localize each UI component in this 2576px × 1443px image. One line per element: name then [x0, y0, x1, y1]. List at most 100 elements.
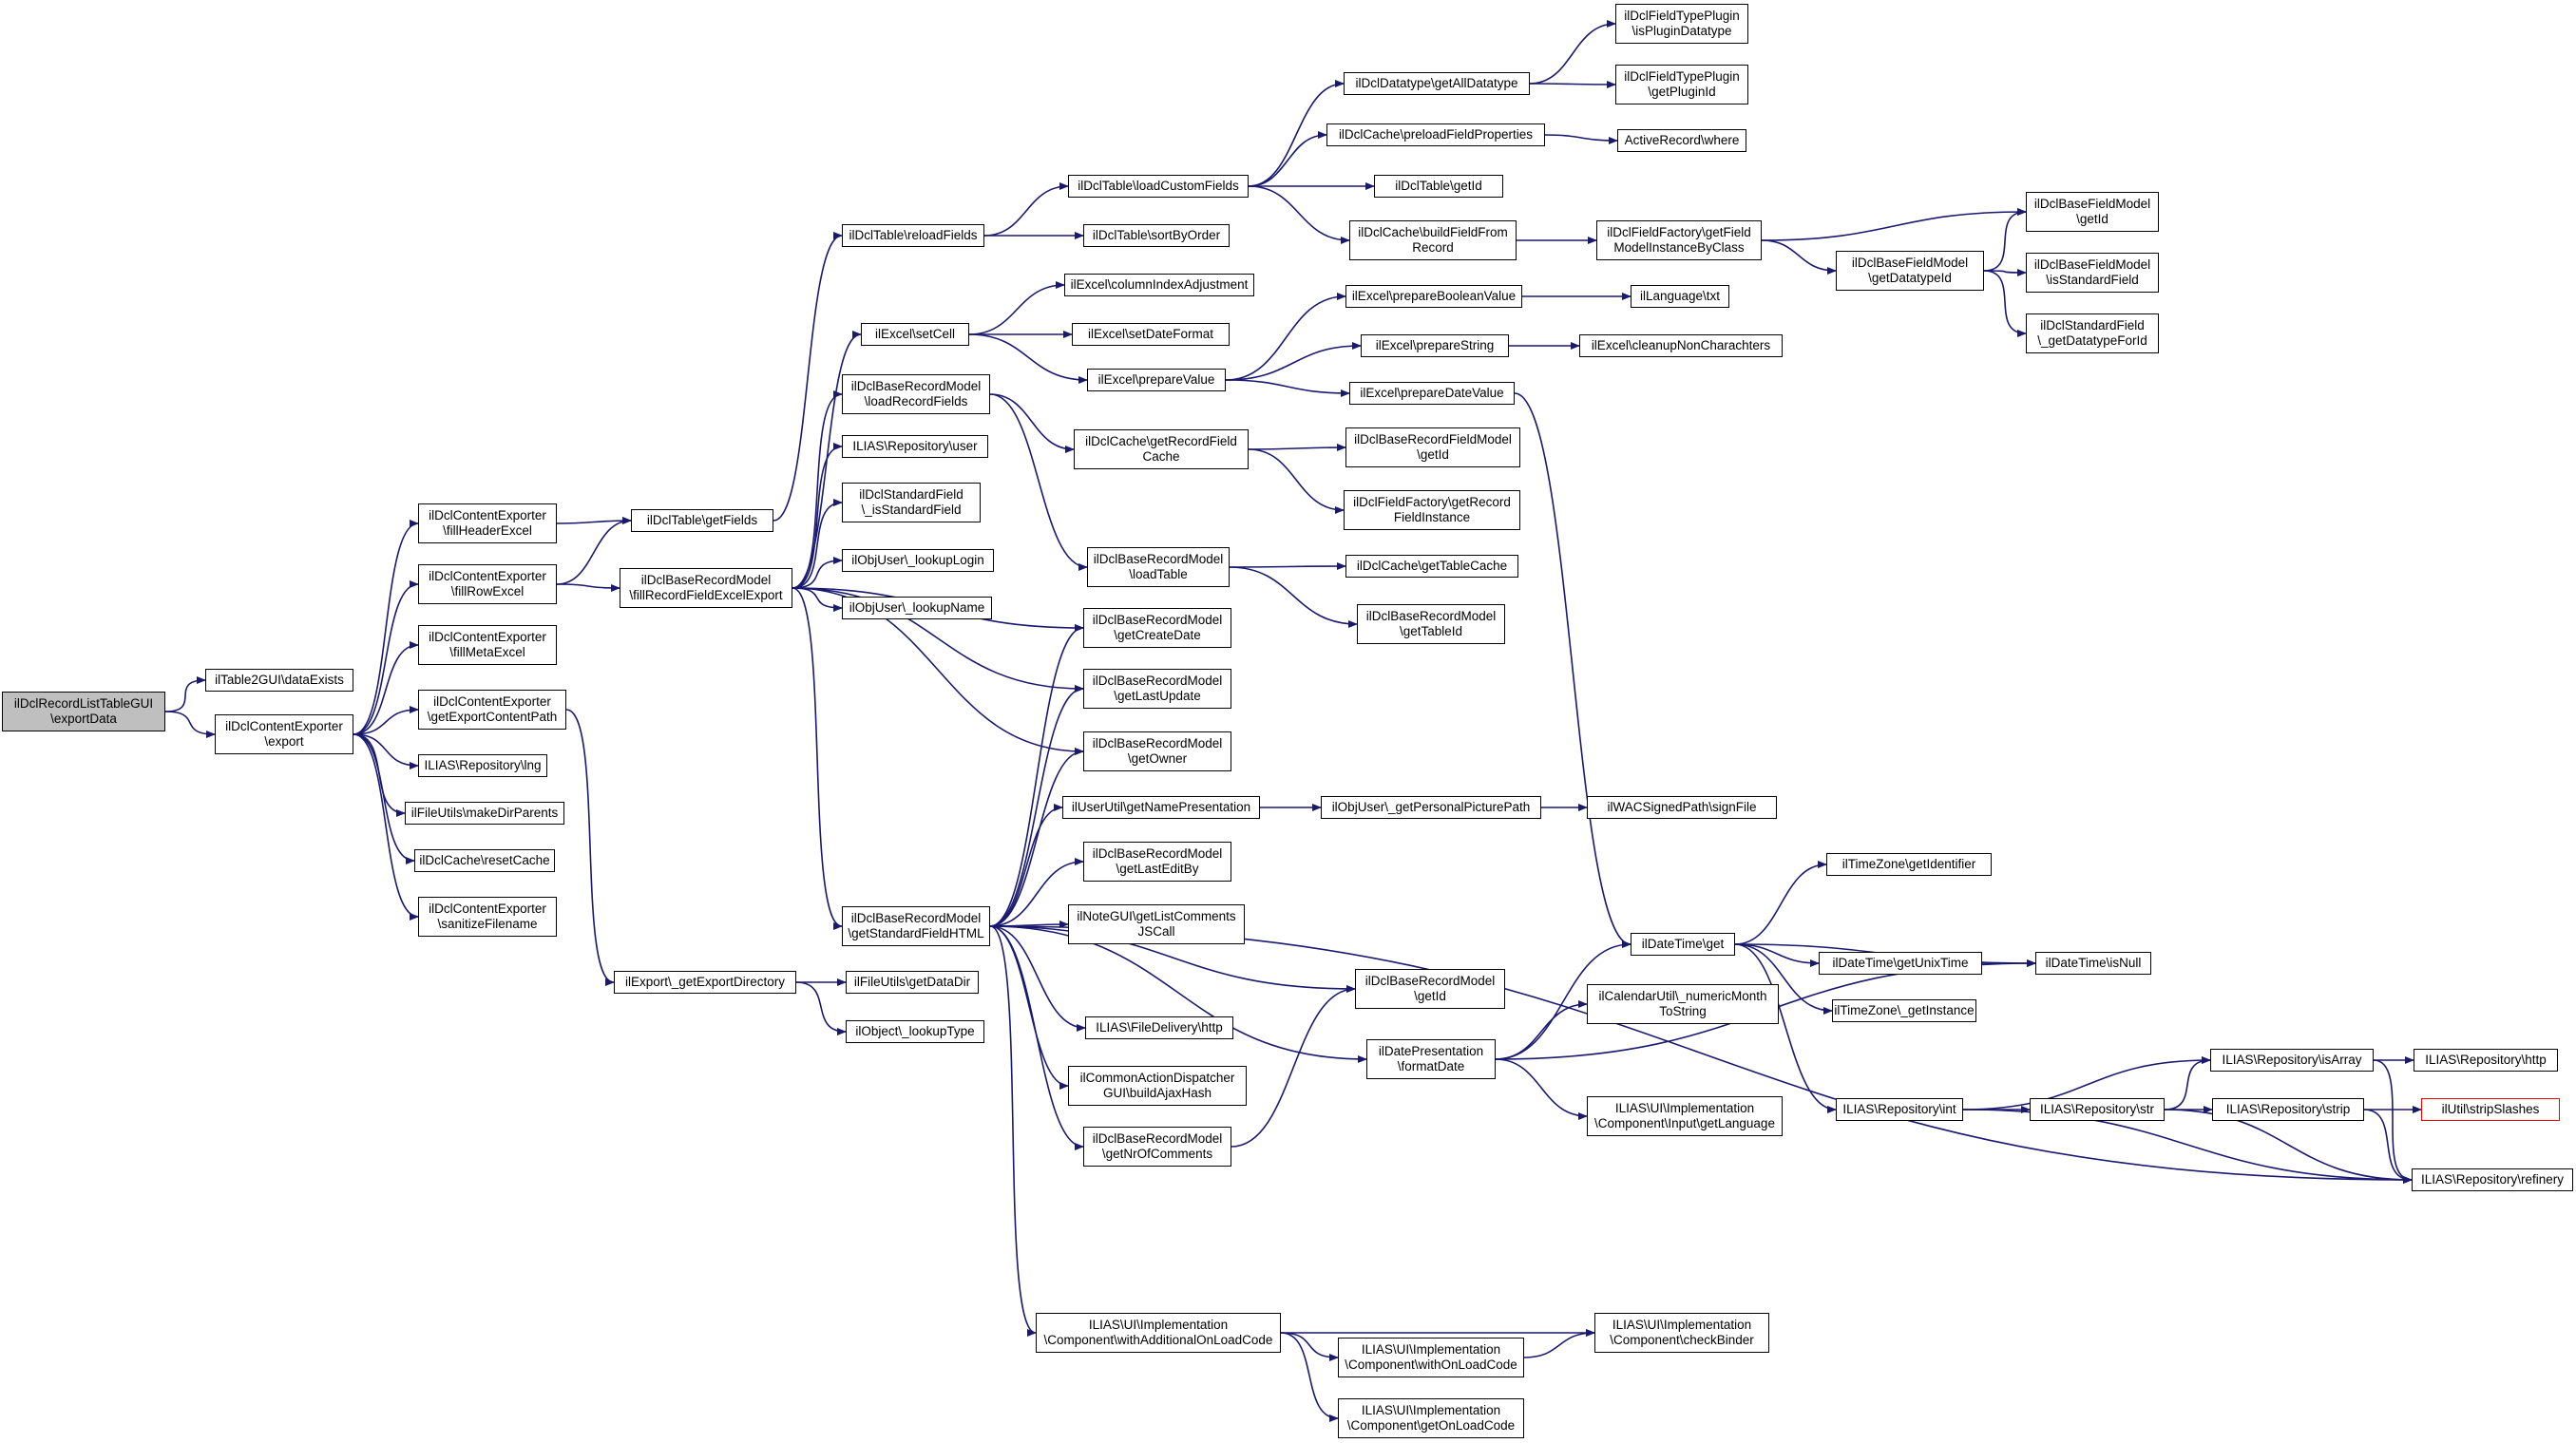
node-ildcltable-getid[interactable]: ilDclTable\getId — [1374, 175, 1503, 198]
edge-ildclbaserecordmodel-loadtable--ildclbaserecordmodel-gettableid — [1229, 566, 1358, 628]
node-ildclbasefieldmodel-getid[interactable]: ilDclBaseFieldModel \getId — [2026, 192, 2159, 232]
node-ilnotegui-getlistcomments-jscall[interactable]: ilNoteGUI\getListComments JSCall — [1068, 904, 1245, 944]
node-ilias-repository-lng[interactable]: ILIAS\Repository\lng — [418, 754, 547, 777]
node-ilias-ui-implementation-component-withonloadcode[interactable]: ILIAS\UI\Implementation \Component\withO… — [1338, 1338, 1524, 1377]
node-ildcldatatype-getalldatatype[interactable]: ilDclDatatype\getAllDatatype — [1344, 72, 1530, 95]
node-ildcltable-sortbyorder[interactable]: ilDclTable\sortByOrder — [1083, 224, 1230, 247]
edge-ildcltable-reloadfields--ildcltable-loadcustomfields — [983, 182, 1069, 237]
node-ildatepresentation-formatdate[interactable]: ilDatePresentation \formatDate — [1366, 1039, 1496, 1079]
node-ilexcel-cleanupnoncharachters[interactable]: ilExcel\cleanupNonCharachters — [1579, 334, 1783, 357]
node-ilias-repository-user[interactable]: ILIAS\Repository\user — [842, 435, 988, 458]
node-ilwacsignedpath-signfile[interactable]: ilWACSignedPath\signFile — [1587, 796, 1777, 819]
node-ilobjuser-getpersonalpicturepath[interactable]: ilObjUser\_getPersonalPicturePath — [1321, 796, 1541, 819]
edge-ildclbaserecordmodel-loadtable--ildclcache-gettablecache — [1229, 562, 1346, 571]
edge-ildclbaserecordmodel-getstandardfieldhtml--ildclbaserecordmodel-getnrofcomments — [989, 925, 1084, 1150]
node-ilfileutils-getdatadir[interactable]: ilFileUtils\getDataDir — [846, 971, 979, 994]
node-ildatetime-getunixtime[interactable]: ilDateTime\getUnixTime — [1819, 952, 1982, 975]
node-ilias-repository-http[interactable]: ILIAS\Repository\http — [2414, 1049, 2558, 1072]
node-ildclrecordlisttablegui-exportdata[interactable]: ilDclRecordListTableGUI \exportData — [2, 692, 165, 731]
node-ildclbasefieldmodel-getdatatypeid[interactable]: ilDclBaseFieldModel \getDatatypeId — [1836, 251, 1984, 291]
node-ilias-ui-implementation-component-input-getlanguage[interactable]: ILIAS\UI\Implementation \Component\Input… — [1587, 1096, 1783, 1136]
node-ildclfieldfactory-getfield-modelinstancebyclass[interactable]: ilDclFieldFactory\getField ModelInstance… — [1596, 220, 1762, 260]
node-ilias-repository-int[interactable]: ILIAS\Repository\int — [1836, 1098, 1963, 1121]
node-ilexcel-setcell[interactable]: ilExcel\setCell — [861, 323, 969, 346]
node-ilexcel-preparevalue[interactable]: ilExcel\prepareValue — [1087, 369, 1226, 391]
edge-ildclcache-preloadfieldproperties--activerecord-where — [1544, 134, 1618, 144]
node-ildclcontentexporter-fillheaderexcel[interactable]: ilDclContentExporter \fillHeaderExcel — [418, 503, 557, 543]
node-ildclstandardfield-getdatatypeforid[interactable]: ilDclStandardField \_getDatatypeForId — [2026, 313, 2159, 353]
node-ilutil-stripslashes[interactable]: ilUtil\stripSlashes — [2421, 1098, 2560, 1121]
node-ilias-repository-str[interactable]: ILIAS\Repository\str — [2030, 1098, 2165, 1121]
node-ildclcache-resetcache[interactable]: ilDclCache\resetCache — [414, 849, 555, 872]
node-ilias-ui-implementation-component-withadditionalonloadcode[interactable]: ILIAS\UI\Implementation \Component\withA… — [1036, 1313, 1281, 1353]
node-iltable2gui-dataexists[interactable]: ilTable2GUI\dataExists — [205, 669, 353, 692]
edge-ildclbasefieldmodel-getdatatypeid--ildclbasefieldmodel-getid — [1983, 208, 2027, 272]
node-ilias-repository-strip[interactable]: ILIAS\Repository\strip — [2212, 1098, 2364, 1121]
node-ildclbaserecordmodel-gettableid[interactable]: ilDclBaseRecordModel \getTableId — [1357, 604, 1505, 644]
node-ildclcache-preloadfieldproperties[interactable]: ilDclCache\preloadFieldProperties — [1326, 123, 1545, 146]
node-ildclstandardfield-isstandardfield[interactable]: ilDclStandardField \_isStandardField — [842, 483, 981, 522]
node-ildclbaserecordfieldmodel-getid[interactable]: ilDclBaseRecordFieldModel \getId — [1345, 427, 1520, 467]
node-ilexcel-preparebooleanvalue[interactable]: ilExcel\prepareBooleanValue — [1345, 285, 1522, 308]
node-ilobjuser-lookupname[interactable]: ilObjUser\_lookupName — [842, 597, 992, 619]
edge-ildclbaserecordmodel-loadrecordfields--ildclbaserecordmodel-loadtable — [989, 393, 1088, 571]
node-ildclfieldfactory-getrecord-fieldinstance[interactable]: ilDclFieldFactory\getRecord FieldInstanc… — [1344, 490, 1520, 530]
edge-ildclbaserecordmodel-getstandardfieldhtml--iluserutil-getnamepresentation — [989, 804, 1063, 927]
node-ildclbaserecordmodel-getowner[interactable]: ilDclBaseRecordModel \getOwner — [1083, 731, 1231, 771]
node-ildclbasefieldmodel-isstandardfield[interactable]: ilDclBaseFieldModel \isStandardField — [2026, 253, 2159, 293]
node-ildcltable-loadcustomfields[interactable]: ilDclTable\loadCustomFields — [1068, 175, 1249, 198]
edge-ildatepresentation-formatdate--ilcalendarutil-numericmonth-tostring — [1495, 1000, 1588, 1060]
node-ildclbaserecordmodel-loadrecordfields[interactable]: ilDclBaseRecordModel \loadRecordFields — [842, 374, 990, 414]
node-ilias-filedelivery-http[interactable]: ILIAS\FileDelivery\http — [1085, 1016, 1233, 1039]
node-ildclbaserecordmodel-getstandardfieldhtml[interactable]: ilDclBaseRecordModel \getStandardFieldHT… — [842, 906, 990, 946]
node-ilexport-getexportdirectory[interactable]: ilExport\_getExportDirectory — [614, 971, 796, 994]
node-ilias-ui-implementation-component-getonloadcode[interactable]: ILIAS\UI\Implementation \Component\getOn… — [1338, 1398, 1524, 1438]
node-ilcommonactiondispatcher-gui-buildajaxhash[interactable]: ilCommonActionDispatcher GUI\buildAjaxHa… — [1068, 1066, 1247, 1106]
edge-ilias-repository-strip--ilias-repository-refinery — [2363, 1109, 2413, 1184]
node-ildclcache-getrecordfield-cache[interactable]: ilDclCache\getRecordField Cache — [1074, 429, 1249, 469]
node-ilias-ui-implementation-component-checkbinder[interactable]: ILIAS\UI\Implementation \Component\check… — [1594, 1313, 1769, 1353]
node-ildcltable-reloadfields[interactable]: ilDclTable\reloadFields — [842, 224, 984, 247]
node-ilobjuser-lookuplogin[interactable]: ilObjUser\_lookupLogin — [842, 549, 994, 572]
node-ildclbaserecordmodel-fillrecordfieldexcelexport[interactable]: ilDclBaseRecordModel \fillRecordFieldExc… — [620, 568, 792, 608]
node-ilexcel-columnindexadjustment[interactable]: ilExcel\columnIndexAdjustment — [1064, 274, 1254, 296]
node-ildclcontentexporter-sanitizefilename[interactable]: ilDclContentExporter \sanitizeFilename — [418, 897, 557, 937]
node-ilfileutils-makedirparents[interactable]: ilFileUtils\makeDirParents — [405, 802, 564, 825]
node-ildclcontentexporter-fillmetaexcel[interactable]: ilDclContentExporter \fillMetaExcel — [418, 625, 557, 665]
node-ildclcontentexporter-fillrowexcel[interactable]: ilDclContentExporter \fillRowExcel — [418, 564, 557, 604]
node-iltimezone-getinstance[interactable]: ilTimeZone\_getInstance — [1832, 999, 1976, 1022]
node-ilias-repository-refinery[interactable]: ILIAS\Repository\refinery — [2412, 1168, 2573, 1191]
node-ildclbaserecordmodel-getlastupdate[interactable]: ilDclBaseRecordModel \getLastUpdate — [1083, 669, 1231, 709]
node-iluserutil-getnamepresentation[interactable]: ilUserUtil\getNamePresentation — [1062, 796, 1260, 819]
node-illanguage-txt[interactable]: ilLanguage\txt — [1631, 285, 1729, 308]
node-ilobject-lookuptype[interactable]: ilObject\_lookupType — [846, 1020, 984, 1043]
node-ildclbaserecordmodel-getid[interactable]: ilDclBaseRecordModel \getId — [1355, 969, 1505, 1009]
node-ildclcontentexporter-getexportcontentpath[interactable]: ilDclContentExporter \getExportContentPa… — [418, 690, 566, 730]
node-ildclbaserecordmodel-loadtable[interactable]: ilDclBaseRecordModel \loadTable — [1087, 547, 1230, 587]
node-ildclbaserecordmodel-getlasteditby[interactable]: ilDclBaseRecordModel \getLastEditBy — [1083, 842, 1231, 882]
node-ildclcache-buildfieldfrom-record[interactable]: ilDclCache\buildFieldFrom Record — [1349, 220, 1517, 260]
node-activerecord-where[interactable]: ActiveRecord\where — [1617, 129, 1746, 152]
node-ilcalendarutil-numericmonth-tostring[interactable]: ilCalendarUtil\_numericMonth ToString — [1587, 984, 1779, 1024]
edge-ildclbaserecordmodel-loadrecordfields--ildclcache-getrecordfield-cache — [989, 393, 1075, 453]
node-ilexcel-setdateformat[interactable]: ilExcel\setDateFormat — [1072, 323, 1230, 346]
edge-ilexcel-preparevalue--ilexcel-preparedatevalue — [1225, 379, 1350, 397]
node-ildclfieldtypeplugin-getpluginid[interactable]: ilDclFieldTypePlugin \getPluginId — [1615, 65, 1748, 104]
edge-ildcldatatype-getalldatatype--ildclfieldtypeplugin-getpluginid — [1529, 80, 1616, 88]
edge-ilias-repository-str--ilias-repository-refinery — [2164, 1109, 2413, 1184]
edge-ildclbaserecordmodel-fillrecordfieldexcelexport--ilobjuser-lookuplogin — [792, 557, 843, 589]
node-ildatetime-get[interactable]: ilDateTime\get — [1631, 933, 1735, 956]
node-ildclcontentexporter-export[interactable]: ilDclContentExporter \export — [215, 714, 353, 754]
node-ilexcel-preparedatevalue[interactable]: ilExcel\prepareDateValue — [1349, 382, 1515, 405]
node-ilias-repository-isarray[interactable]: ILIAS\Repository\isArray — [2210, 1049, 2374, 1072]
node-iltimezone-getidentifier[interactable]: ilTimeZone\getIdentifier — [1826, 853, 1992, 876]
node-ildatetime-isnull[interactable]: ilDateTime\isNull — [2035, 952, 2151, 975]
node-ildclbaserecordmodel-getnrofcomments[interactable]: ilDclBaseRecordModel \getNrOfComments — [1083, 1127, 1231, 1167]
node-ildcltable-getfields[interactable]: ilDclTable\getFields — [631, 509, 773, 532]
node-ildclfieldtypeplugin-isplugindatatype[interactable]: ilDclFieldTypePlugin \isPluginDatatype — [1615, 4, 1748, 44]
node-ildclcache-gettablecache[interactable]: ilDclCache\getTableCache — [1345, 555, 1518, 578]
edge-ilexcel-setcell--ilexcel-columnindexadjustment — [968, 281, 1065, 335]
node-ilexcel-preparestring[interactable]: ilExcel\prepareString — [1361, 334, 1509, 357]
node-ildclbaserecordmodel-getcreatedate[interactable]: ilDclBaseRecordModel \getCreateDate — [1083, 608, 1231, 648]
edge-ildcltable-loadcustomfields--ildclcache-preloadfieldproperties — [1248, 131, 1327, 187]
